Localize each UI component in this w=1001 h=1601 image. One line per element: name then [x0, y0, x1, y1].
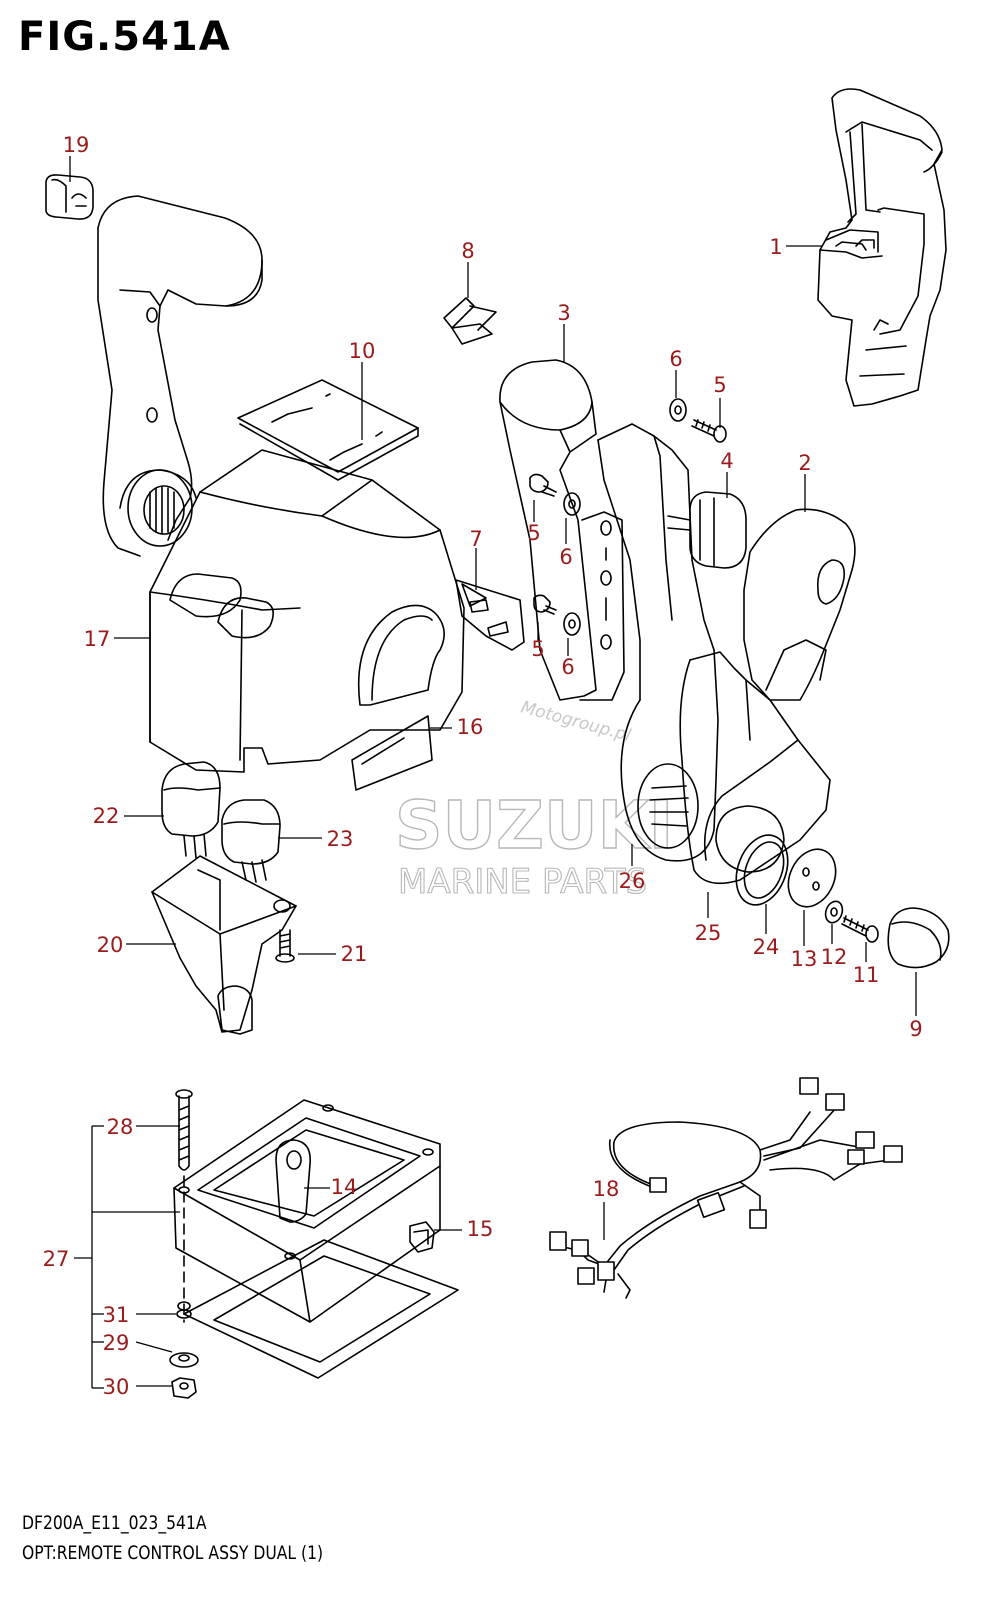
part-13-plate: [787, 848, 837, 908]
callout-5a: 5: [527, 521, 540, 545]
callout-8: 8: [461, 239, 474, 263]
part-5-screw-a: [529, 473, 557, 497]
callout-24: 24: [753, 935, 780, 959]
callout-15: 15: [467, 1217, 494, 1241]
part-17-handle-and-cover: [97, 195, 465, 773]
callout-9: 9: [909, 1017, 922, 1041]
watermark-brand: SUZUKI: [395, 787, 673, 864]
callout-10: 10: [349, 339, 376, 363]
part-26-25-control-arm: [597, 423, 831, 885]
callout-25: 25: [695, 921, 722, 945]
callout-29: 29: [103, 1331, 130, 1355]
watermark-subtitle: MARINE PARTS: [398, 862, 647, 902]
callout-11: 11: [853, 963, 880, 987]
part-20-holder: [151, 855, 297, 1035]
part-6-washer-a: [563, 492, 581, 516]
part-10-label-plate: [237, 379, 419, 481]
callout-7: 7: [469, 527, 482, 551]
callout-6a: 6: [559, 545, 572, 569]
part-23-connector: [221, 799, 281, 883]
callout-3: 3: [557, 301, 570, 325]
figure-caption: OPT:REMOTE CONTROL ASSY DUAL (1): [22, 1542, 324, 1564]
part-15-clip: [409, 1221, 435, 1253]
part-14-clip: [275, 1139, 311, 1223]
callout-12: 12: [821, 945, 848, 969]
callout-23: 23: [327, 827, 354, 851]
part-4-switch: [667, 491, 747, 569]
callout-6c: 6: [669, 347, 682, 371]
callout-6b: 6: [561, 655, 574, 679]
callout-5c: 5: [713, 373, 726, 397]
callout-18: 18: [593, 1177, 620, 1201]
callout-5b: 5: [531, 637, 544, 661]
callout-2: 2: [798, 451, 811, 475]
callout-14: 14: [331, 1175, 358, 1199]
part-5-screw-b: [533, 594, 557, 615]
part-27-base-plate: [177, 1239, 459, 1379]
callout-17: 17: [84, 627, 111, 651]
leader-lines: [69, 156, 917, 1389]
callout-21: 21: [341, 942, 368, 966]
part-8-emblem: [443, 297, 497, 345]
part-31-washer: [176, 1309, 192, 1319]
part-9-knob-cap: [887, 907, 950, 969]
part-29-washer: [169, 1352, 199, 1368]
part-6-washer-b: [563, 612, 581, 636]
part-6-washer-c: [669, 398, 687, 422]
callout-13: 13: [791, 947, 818, 971]
part-24-ring: [735, 834, 789, 906]
figure-title: FIG.541A: [18, 14, 231, 60]
callout-31: 31: [103, 1303, 130, 1327]
part-5-screw-c: [691, 419, 727, 443]
callout-28: 28: [107, 1115, 134, 1139]
part-2-side-cover: [743, 508, 856, 701]
part-19-cap: [45, 174, 94, 220]
callout-22: 22: [93, 804, 120, 828]
part-30-nut: [171, 1377, 197, 1399]
part-1-control-unit: [817, 88, 947, 407]
callout-19: 19: [63, 133, 90, 157]
callouts: 1 2 3 4 5 5 5 6 6 6 7 8 9 10 11 12 13 14…: [43, 133, 923, 1399]
model-code: DF200A_E11_023_541A: [22, 1512, 207, 1534]
part-7-bracket: [455, 579, 525, 651]
part-28-bolt: [175, 1089, 193, 1323]
part-18-wiring-harness: [549, 1077, 903, 1299]
part-22-connector: [161, 761, 221, 859]
callout-4: 4: [720, 449, 733, 473]
callout-30: 30: [103, 1375, 130, 1399]
part-3-lever-arm: [499, 359, 625, 701]
callout-26: 26: [619, 869, 646, 893]
watermark-site: Motogroup.pl: [519, 698, 633, 747]
part-21-screw: [275, 929, 295, 963]
callout-16: 16: [457, 715, 484, 739]
callout-20: 20: [97, 933, 124, 957]
callout-1: 1: [769, 235, 782, 259]
part-12-washer: [824, 900, 844, 924]
part-16-plate: [351, 715, 433, 791]
part-11-screw: [841, 915, 879, 943]
callout-27: 27: [43, 1247, 70, 1271]
